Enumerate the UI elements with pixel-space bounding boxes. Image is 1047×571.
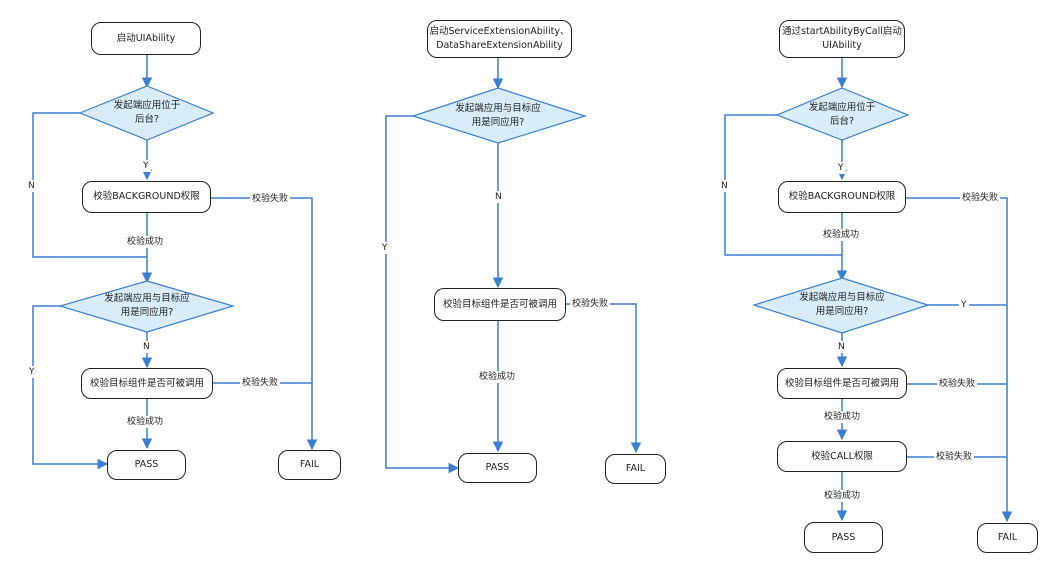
f2-pass-label: PASS bbox=[485, 462, 510, 473]
f1-pass-node: PASS bbox=[107, 450, 186, 480]
f3-call-fail-label: 校验失败 bbox=[934, 451, 975, 463]
f3-no-label: N bbox=[719, 180, 730, 192]
f3-bg-fail-label: 校验失败 bbox=[960, 192, 1001, 204]
f2-start-node: 启动ServiceExtensionAbility、 DataShareExte… bbox=[427, 20, 572, 58]
f3-yes2-label: Y bbox=[959, 299, 969, 311]
f1-callable-success-label: 校验成功 bbox=[125, 416, 166, 428]
f1-yes2-label: Y bbox=[27, 366, 37, 378]
f2-start-label: 启动ServiceExtensionAbility、 DataShareExte… bbox=[429, 26, 570, 51]
f3-bg-success-label: 校验成功 bbox=[821, 229, 862, 241]
f2-decision-same-app-label: 发起端应用与目标应 用是同应用? bbox=[455, 103, 541, 128]
f2-edge-q-yes bbox=[385, 115, 460, 474]
f3-decision-same-app bbox=[751, 277, 930, 334]
f1-check-callable-label: 校验目标组件是否可被调用 bbox=[89, 377, 204, 389]
f3-call-success-label: 校验成功 bbox=[822, 490, 863, 502]
f3-check-background-node: 校验BACKGROUND权限 bbox=[778, 181, 906, 213]
f3-edge-bg-fail bbox=[906, 197, 1013, 523]
f2-fail-node: FAIL bbox=[605, 454, 666, 484]
f1-check-callable-node: 校验目标组件是否可被调用 bbox=[81, 368, 213, 399]
f3-fail-label: FAIL bbox=[997, 532, 1018, 543]
f3-decision-background-label: 发起端应用位于 后台? bbox=[808, 102, 876, 127]
f1-decision-background bbox=[78, 85, 215, 141]
f3-pass-node: PASS bbox=[804, 522, 883, 553]
f1-edge-q2-yes bbox=[32, 305, 109, 470]
f3-check-background-label: 校验BACKGROUND权限 bbox=[788, 191, 896, 202]
f2-yes-label: Y bbox=[380, 242, 390, 254]
f3-callable-success-label: 校验成功 bbox=[822, 411, 863, 423]
f2-callable-success-label: 校验成功 bbox=[477, 371, 518, 383]
f2-pass-node: PASS bbox=[458, 453, 537, 483]
f1-start-node: 启动UIAbility bbox=[91, 22, 201, 55]
f3-no2-label: N bbox=[836, 341, 847, 353]
f2-no-label: N bbox=[493, 191, 504, 203]
f2-decision-same-app bbox=[411, 87, 587, 144]
f1-check-background-node: 校验BACKGROUND权限 bbox=[82, 181, 211, 213]
f3-decision-same-app-label: 发起端应用与目标应 用是同应用? bbox=[799, 292, 885, 317]
f2-fail-label: FAIL bbox=[625, 463, 646, 474]
f1-check-background-label: 校验BACKGROUND权限 bbox=[93, 191, 200, 202]
f2-check-callable-label: 校验目标组件是否可被调用 bbox=[442, 298, 557, 310]
f2-callable-fail-label: 校验失败 bbox=[570, 298, 611, 310]
f3-callable-fail-label: 校验失败 bbox=[937, 378, 978, 390]
f1-no-label: N bbox=[26, 180, 37, 192]
f1-bg-success-label: 校验成功 bbox=[125, 236, 166, 248]
f1-pass-label: PASS bbox=[134, 459, 159, 470]
f3-pass-label: PASS bbox=[831, 531, 856, 543]
f1-bg-fail-label: 校验失败 bbox=[250, 193, 291, 205]
f1-decision-same-app-label: 发起端应用与目标应 用是同应用? bbox=[104, 293, 190, 318]
f1-yes-label: Y bbox=[141, 160, 151, 172]
f1-start-label: 启动UIAbility bbox=[116, 32, 176, 44]
f3-start-node: 通过startAbilityByCall启动 UIAbility bbox=[779, 20, 905, 58]
f2-edge-callable-fail bbox=[566, 303, 642, 454]
f3-start-label: 通过startAbilityByCall启动 UIAbility bbox=[782, 26, 902, 51]
f1-no2-label: N bbox=[141, 341, 152, 353]
f3-check-call-label: 校验CALL权限 bbox=[811, 450, 873, 462]
f2-check-callable-node: 校验目标组件是否可被调用 bbox=[434, 288, 566, 321]
f1-decision-same-app bbox=[57, 280, 236, 333]
f1-callable-fail-label: 校验失败 bbox=[240, 377, 281, 389]
f3-decision-background bbox=[775, 87, 910, 141]
f1-decision-background-label: 发起端应用位于 后台? bbox=[113, 100, 181, 125]
f1-fail-node: FAIL bbox=[278, 450, 341, 480]
f3-fail-node: FAIL bbox=[977, 523, 1038, 553]
f3-check-callable-node: 校验目标组件是否可被调用 bbox=[777, 368, 907, 399]
f1-fail-label: FAIL bbox=[299, 459, 320, 470]
f3-check-call-node: 校验CALL权限 bbox=[777, 441, 907, 472]
f3-check-callable-label: 校验目标组件是否可被调用 bbox=[784, 377, 899, 389]
f1-edge-bg-fail bbox=[211, 197, 318, 451]
f3-yes-label: Y bbox=[836, 162, 846, 174]
